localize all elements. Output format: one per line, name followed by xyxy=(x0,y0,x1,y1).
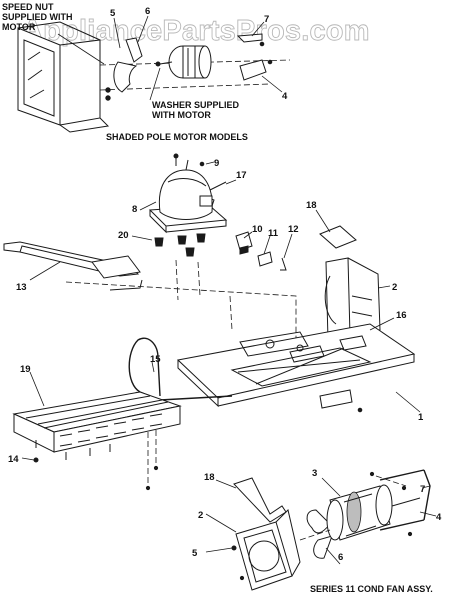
callout-9: 9 xyxy=(214,158,219,169)
callout-11: 11 xyxy=(268,228,279,239)
callout-18-upper: 18 xyxy=(306,200,317,211)
callout-7-lower: 7 xyxy=(420,484,425,495)
callout-14-lower: 14 xyxy=(8,454,19,465)
compressor-assembly: 9 17 8 20 xyxy=(118,153,247,257)
washer-note: WASHER SUPPLIED WITH MOTOR xyxy=(152,100,240,120)
callout-5-lower: 5 xyxy=(192,548,198,559)
callout-15: 15 xyxy=(150,354,161,365)
speed-nut-note: SPEED NUT SUPPLIED WITH MOTOR xyxy=(2,2,73,32)
grommet xyxy=(154,233,206,257)
callout-2-lower: 2 xyxy=(198,510,203,521)
base-plate: 1 16 xyxy=(176,310,424,423)
svg-text:WITH MOTOR: WITH MOTOR xyxy=(152,110,211,120)
base-plate-1 xyxy=(176,323,416,399)
condenser-19: 19 14 xyxy=(8,364,182,491)
callout-6-lower: 6 xyxy=(338,552,343,563)
callout-12: 12 xyxy=(288,224,299,235)
callout-4-lower: 4 xyxy=(436,512,442,523)
upper-right-shroud: 18 2 xyxy=(306,200,397,341)
top-fan-assembly: 5 6 7 4 xyxy=(17,6,291,133)
cond-fan-assembly: 18 2 5 6 3 7 4 xyxy=(192,468,442,591)
callout-4-top: 4 xyxy=(282,91,288,102)
svg-text:WASHER SUPPLIED: WASHER SUPPLIED xyxy=(152,100,240,110)
watermark-text: AppliancePartsPros.com xyxy=(22,15,370,47)
callout-7-top: 7 xyxy=(264,14,269,25)
callout-6-top: 6 xyxy=(145,6,150,17)
callout-2-upper: 2 xyxy=(392,282,397,293)
footer-caption: SERIES 11 COND FAN ASSY. xyxy=(310,584,433,594)
callout-10: 10 xyxy=(252,224,263,235)
svg-text:SUPPLIED WITH: SUPPLIED WITH xyxy=(2,12,73,22)
relay-parts: 10 11 12 xyxy=(235,224,299,271)
top-fan-blade xyxy=(113,61,138,93)
callout-18-lower: 18 xyxy=(204,472,215,483)
drain-trough: 13 xyxy=(3,241,143,293)
compressor-body xyxy=(158,169,213,220)
callout-5-top: 5 xyxy=(110,8,116,19)
callout-20: 20 xyxy=(118,230,129,241)
fan-blade-6 xyxy=(306,509,331,534)
callout-1: 1 xyxy=(418,412,424,423)
callout-17: 17 xyxy=(236,170,247,181)
callout-16: 16 xyxy=(396,310,407,321)
svg-text:MOTOR: MOTOR xyxy=(2,22,36,32)
callout-3: 3 xyxy=(312,468,317,479)
section-title: SHADED POLE MOTOR MODELS xyxy=(106,132,248,142)
callout-19: 19 xyxy=(20,364,31,375)
callout-8: 8 xyxy=(132,204,137,215)
callout-13: 13 xyxy=(16,282,27,293)
svg-text:SPEED NUT: SPEED NUT xyxy=(2,2,54,12)
